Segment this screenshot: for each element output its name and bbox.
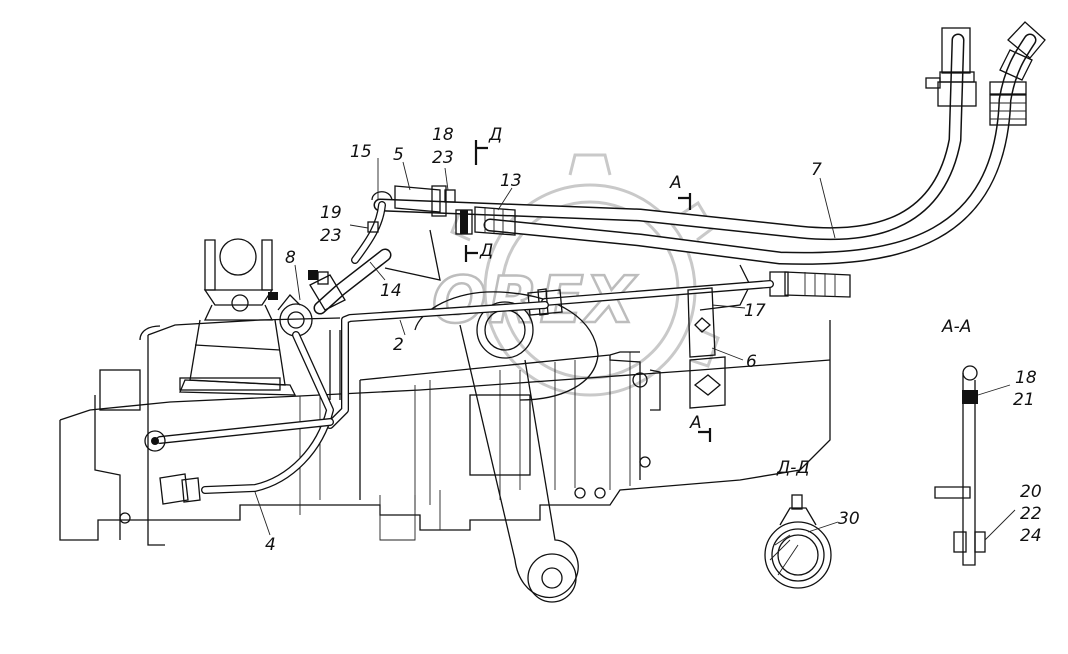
callout-8: 8	[285, 248, 296, 268]
callout-18-top: 18	[432, 125, 454, 145]
callout-4: 4	[265, 535, 276, 555]
section-mark-a-bottom: А	[689, 413, 702, 433]
callout-22: 22	[1020, 504, 1042, 524]
leader-lines	[254, 158, 836, 536]
universal-joint	[179, 238, 297, 396]
callout-14: 14	[380, 281, 402, 301]
section-mark-d-mid: Д	[479, 241, 493, 261]
pipe-2	[326, 301, 549, 429]
section-title-dd: Д-Д	[776, 458, 810, 478]
pitman-arm	[414, 291, 599, 603]
section-aa-detail	[934, 365, 1016, 566]
section-mark-a-top: А	[669, 173, 682, 193]
callout-6: 6	[746, 352, 757, 372]
callout-30: 30	[838, 509, 860, 529]
callout-18-section: 18	[1015, 368, 1037, 388]
callout-21: 21	[1013, 390, 1035, 410]
gearbox-housing	[59, 264, 831, 546]
pipe-4	[144, 331, 334, 505]
callout-20: 20	[1020, 482, 1042, 502]
callout-labels: 15 5 18 23 Д 13 А 7 19 23 Д 8 14 2 17 6 …	[265, 125, 1042, 555]
section-mark-d-top: Д	[488, 125, 502, 145]
callout-5: 5	[393, 145, 404, 165]
callout-23-mid: 23	[320, 226, 342, 246]
callout-2: 2	[393, 335, 404, 355]
callout-7: 7	[811, 160, 822, 180]
bracket-6	[687, 287, 726, 409]
section-markers	[464, 140, 712, 442]
callout-24: 24	[1020, 526, 1042, 546]
callout-19: 19	[320, 203, 342, 223]
section-dd-detail	[764, 494, 839, 589]
callout-15: 15	[350, 142, 372, 162]
section-title-aa: А-А	[941, 317, 971, 337]
callout-23-top: 23	[432, 148, 454, 168]
callout-13: 13	[500, 171, 522, 191]
pipe-14	[268, 221, 392, 337]
callout-17: 17	[744, 301, 766, 321]
